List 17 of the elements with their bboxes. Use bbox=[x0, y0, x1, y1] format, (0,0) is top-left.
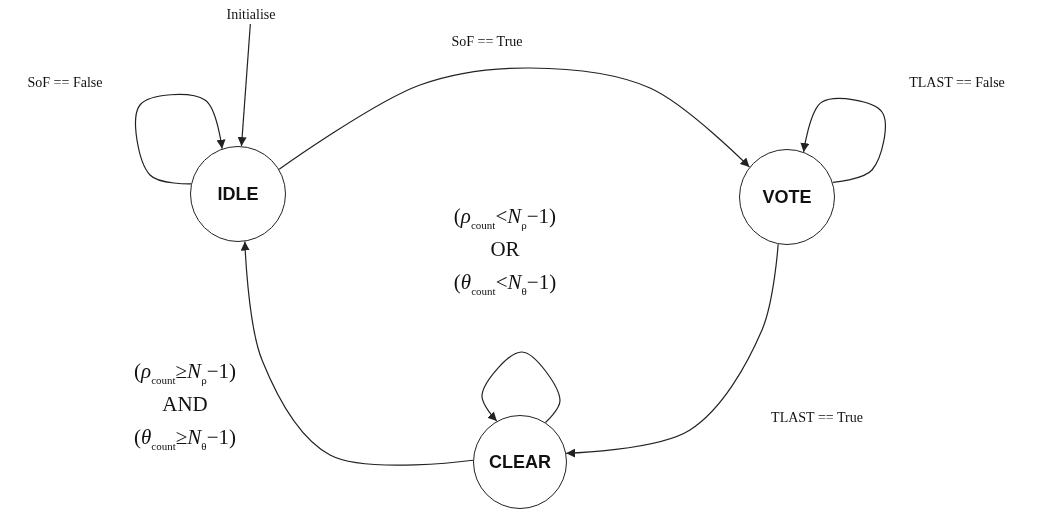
arrow bbox=[481, 351, 561, 424]
edge-label: SoF == True bbox=[451, 34, 523, 50]
edge-label: SoF == False bbox=[27, 75, 103, 91]
state-circle: CLEAR bbox=[473, 415, 567, 509]
edge-label: TLAST == True bbox=[771, 410, 863, 426]
state-circle: IDLE bbox=[190, 146, 286, 242]
edge-label: (ρ$_{count}$<N$_{ρ}$−1) OR (θ$_{count}$<N$_{θ}$−1) bbox=[453, 203, 557, 299]
arrow bbox=[800, 98, 886, 184]
arrow bbox=[237, 23, 251, 147]
arrow bbox=[240, 240, 474, 466]
edge-label: TLAST == False bbox=[909, 75, 1005, 91]
start-label: Initialise bbox=[211, 6, 291, 24]
arrow bbox=[565, 243, 779, 458]
edge-label: (ρ$_{count}$≥N$_{ρ}$−1) AND (θ$_{count}$≥N$_{θ}$−1) bbox=[134, 358, 236, 454]
arrow bbox=[135, 93, 226, 185]
arrow bbox=[278, 67, 751, 170]
state-circle: VOTE bbox=[739, 149, 835, 245]
